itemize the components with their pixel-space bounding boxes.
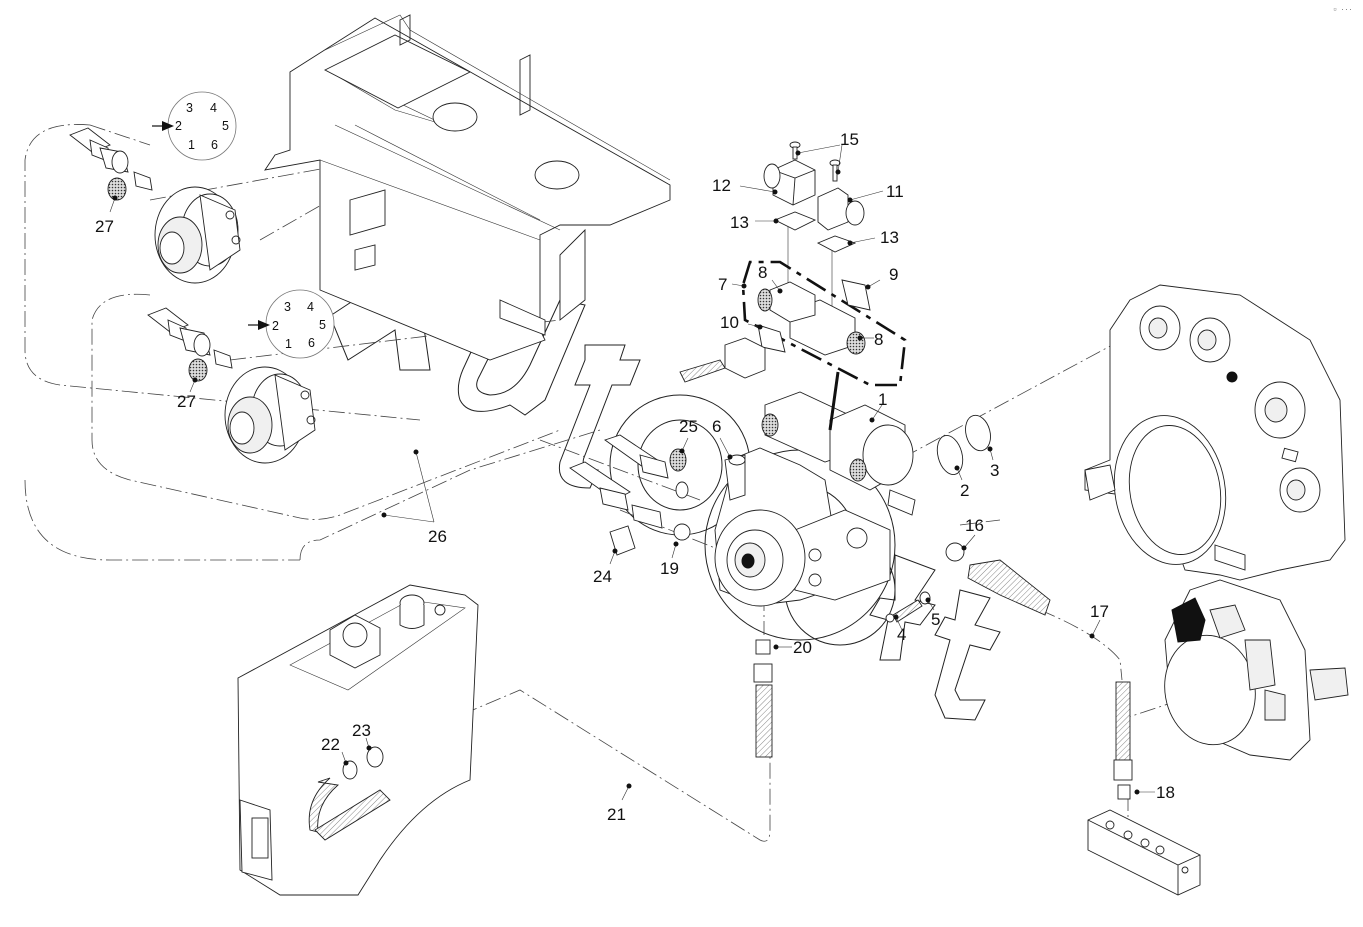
ring-3 <box>965 414 991 452</box>
hose-17-end <box>967 559 1051 616</box>
callout-27b[interactable]: 27 <box>177 392 196 411</box>
callout-17[interactable]: 17 <box>1090 602 1109 621</box>
callout-8b[interactable]: 8 <box>874 330 883 349</box>
callout-26[interactable]: 26 <box>428 527 447 546</box>
gasket-13b <box>816 235 857 253</box>
plate-9 <box>841 279 871 311</box>
callout-1[interactable]: 1 <box>878 390 887 409</box>
callout-7[interactable]: 7 <box>718 275 727 294</box>
fitting-20 <box>755 639 771 655</box>
callout-9[interactable]: 9 <box>889 265 898 284</box>
callout-11[interactable]: 11 <box>886 182 904 201</box>
pin-3: 3 <box>284 300 291 314</box>
gasket-13a <box>773 211 817 231</box>
screw-4 <box>892 599 923 623</box>
arrow-icon <box>248 320 270 330</box>
callout-13b[interactable]: 13 <box>880 228 899 247</box>
fitting-18 <box>1117 784 1131 800</box>
gearbox-housing <box>1084 284 1346 581</box>
pin-4: 4 <box>210 101 217 115</box>
sensor-cable-upper <box>69 127 153 201</box>
pin-4: 4 <box>307 300 314 314</box>
callout-16[interactable]: 16 <box>965 516 984 535</box>
callout-2[interactable]: 2 <box>960 481 969 500</box>
hose-17 <box>1115 681 1131 761</box>
pin-5: 5 <box>222 119 229 133</box>
callout-25[interactable]: 25 <box>679 417 698 436</box>
cap-24 <box>609 525 636 556</box>
callout-10[interactable]: 10 <box>720 313 739 332</box>
screw-15b <box>829 159 841 182</box>
solenoid-connector-11 <box>817 187 865 231</box>
pin-1: 1 <box>285 337 292 351</box>
callout-3[interactable]: 3 <box>990 461 999 480</box>
hydraulic-motor-lower <box>224 366 316 464</box>
callout-21[interactable]: 21 <box>607 805 626 824</box>
callouts: 1 2 3 4 5 6 7 8 8 9 10 11 12 <box>95 130 1175 824</box>
connector-pin-diagram-lower: 3 4 2 5 1 6 <box>248 289 335 359</box>
hose-20 <box>755 684 773 758</box>
frame-bracket <box>264 14 671 361</box>
hydraulic-motor-upper <box>154 186 241 284</box>
connector-pin-diagram-upper: 3 4 2 5 1 6 <box>152 91 237 161</box>
pin-6: 6 <box>211 138 218 152</box>
pin-5: 5 <box>319 318 326 332</box>
fitting-22 <box>342 760 358 780</box>
hydraulic-tank <box>237 584 479 896</box>
callout-20[interactable]: 20 <box>793 638 812 657</box>
callout-5[interactable]: 5 <box>931 610 940 629</box>
gearbox-assembled-view <box>1164 579 1349 761</box>
callout-8a[interactable]: 8 <box>758 263 767 282</box>
distribution-manifold <box>1087 681 1201 896</box>
callout-23[interactable]: 23 <box>352 721 371 740</box>
solenoid-connector-12 <box>763 159 816 206</box>
callout-6[interactable]: 6 <box>712 417 721 436</box>
pin-2: 2 <box>175 119 182 133</box>
hose-21 <box>308 777 340 833</box>
callout-22[interactable]: 22 <box>321 735 340 754</box>
pin-2: 2 <box>272 319 279 333</box>
sensor-cable-lower <box>147 307 233 382</box>
callout-27a[interactable]: 27 <box>95 217 114 236</box>
hydraulic-pump <box>714 371 916 607</box>
pressure-hoses-test <box>569 434 691 556</box>
callout-15[interactable]: 15 <box>840 130 859 149</box>
pin-3: 3 <box>186 101 193 115</box>
screw-15a <box>789 141 801 160</box>
callout-19[interactable]: 19 <box>660 559 679 578</box>
pin-6: 6 <box>308 336 315 350</box>
callout-13a[interactable]: 13 <box>730 213 749 232</box>
pin-1: 1 <box>188 138 195 152</box>
fitting-16 <box>945 542 965 562</box>
solenoid-valve-assembly <box>679 141 907 387</box>
callout-24[interactable]: 24 <box>593 567 612 586</box>
seal-2 <box>936 434 964 476</box>
arrow-icon <box>152 121 174 131</box>
viewer-controls[interactable]: ▫ ··· <box>1333 4 1353 14</box>
fitting-23 <box>366 746 384 768</box>
fitting-19 <box>673 523 691 541</box>
plate-10 <box>757 324 786 353</box>
callout-18[interactable]: 18 <box>1156 783 1175 802</box>
callout-4[interactable]: 4 <box>897 625 906 644</box>
callout-12[interactable]: 12 <box>712 176 731 195</box>
